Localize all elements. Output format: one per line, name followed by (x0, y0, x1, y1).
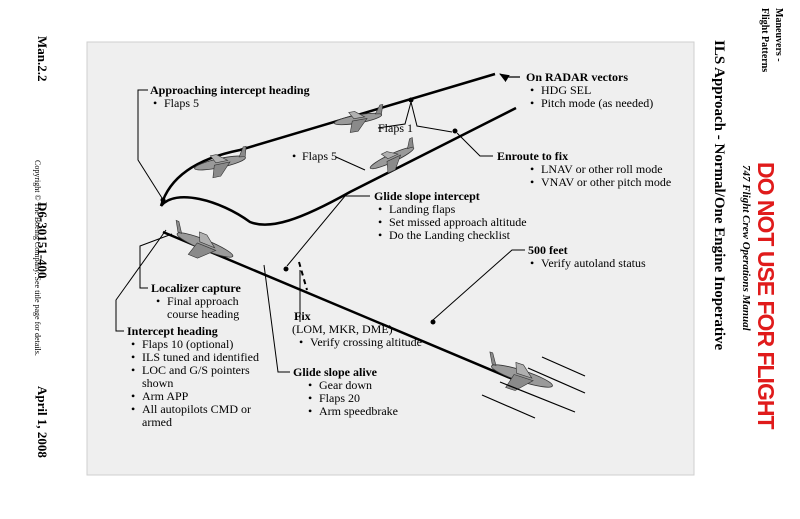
manual-title: 747 Flight Crew Operations Manual (740, 165, 752, 331)
leader-radar-vectors (499, 73, 520, 83)
leader-intercept-heading (115, 229, 167, 332)
leader-enroute-to-fix (456, 132, 493, 157)
callout-item: Arm speedbrake (319, 404, 398, 418)
final-approach-path (162, 230, 516, 382)
callout-heading: 500 feet (528, 243, 568, 257)
bullet: • (308, 391, 312, 405)
bullet: • (378, 228, 382, 242)
callout-heading: Approaching intercept heading (150, 83, 310, 97)
document-number: D6-30151-400 (35, 202, 50, 279)
callout-heading: Enroute to fix (497, 149, 568, 163)
callout-heading: On RADAR vectors (526, 70, 628, 84)
callout-item: Flaps 10 (optional) (142, 337, 233, 351)
callout-item: Flaps 20 (319, 391, 360, 405)
callout-subheading: (LOM, MKR, DME) (292, 322, 393, 336)
callout-item: Do the Landing checklist (389, 228, 511, 242)
bullet: • (530, 162, 534, 176)
bullet: • (131, 402, 135, 416)
callout-item: HDG SEL (541, 83, 591, 97)
callout-item: ILS tuned and identified (142, 350, 259, 364)
leader-flaps-1 (377, 100, 453, 133)
bullet: • (378, 215, 382, 229)
fix-marker-line (298, 261, 308, 291)
leader-glide-slope-intercept (286, 195, 370, 267)
callout-heading: Glide slope intercept (374, 189, 480, 203)
bullet: • (308, 378, 312, 392)
bullet: • (299, 335, 303, 349)
bullet: • (131, 363, 135, 377)
bullet: • (530, 83, 534, 97)
callout-item: Flaps 5 (164, 96, 199, 110)
callout-item: shown (142, 376, 173, 390)
flaps-5-label: Flaps 5 (302, 149, 337, 163)
callout-item: Gear down (319, 378, 372, 392)
runway-lines (481, 356, 586, 419)
callout-item: Verify crossing altitude (310, 335, 422, 349)
leader-glide-slope-alive (263, 264, 290, 373)
path-dot (283, 266, 289, 272)
section-name-line-2: Flight Patterns (759, 8, 770, 73)
diagram-panel (86, 41, 695, 476)
bullet: • (530, 256, 534, 270)
callout-item: Final approach (167, 294, 239, 308)
leader-approaching-intercept (137, 89, 163, 199)
aircraft-icon (175, 219, 234, 259)
callout-item: Landing flaps (389, 202, 456, 216)
bullet: • (153, 96, 157, 110)
callout-heading: Localizer capture (151, 281, 242, 295)
callout-item: VNAV or other pitch mode (541, 175, 671, 189)
bullet: • (292, 149, 296, 163)
aircraft-icon (333, 104, 384, 133)
bullet: • (378, 202, 382, 216)
section-name-line-1: Maneuvers - (773, 8, 784, 62)
callout-item: Set missed approach altitude (389, 215, 527, 229)
callout-item: armed (142, 415, 172, 429)
path-dot (430, 319, 436, 325)
bullet: • (308, 404, 312, 418)
aircraft-icon (369, 137, 415, 174)
radar-vectors-path (159, 72, 496, 207)
path-dot (452, 128, 458, 134)
bullet: • (131, 337, 135, 351)
callout-item: LNAV or other roll mode (541, 162, 663, 176)
callout-item: Verify autoland status (541, 256, 646, 270)
callout-item: Pitch mode (as needed) (541, 96, 653, 110)
leader-500-feet (432, 249, 525, 321)
aircraft-icon (194, 145, 247, 179)
section-number: Man.2.2 (35, 36, 50, 82)
bullet: • (131, 350, 135, 364)
callout-heading: Fix (294, 309, 311, 323)
page-title: ILS Approach - Normal/One Engine Inopera… (711, 40, 727, 351)
flaps-1-label: Flaps 1 (378, 121, 413, 135)
bullet: • (156, 294, 160, 308)
callout-heading: Glide slope alive (293, 365, 378, 379)
path-dot (160, 197, 166, 203)
callout-item: LOC and G/S pointers (142, 363, 250, 377)
callout-heading: Intercept heading (127, 324, 218, 338)
path-dot (408, 97, 414, 103)
bullet: • (530, 96, 534, 110)
callout-item: course heading (167, 307, 239, 321)
leader-flaps-5 (335, 156, 366, 171)
bullet: • (131, 389, 135, 403)
callout-item: Arm APP (142, 389, 189, 403)
do-not-use-stamp: DO NOT USE FOR FLIGHT (753, 162, 779, 429)
enroute-to-fix-path (160, 106, 517, 226)
bullet: • (530, 175, 534, 189)
revision-date: April 1, 2008 (35, 386, 50, 458)
callout-item: All autopilots CMD or (142, 402, 251, 416)
